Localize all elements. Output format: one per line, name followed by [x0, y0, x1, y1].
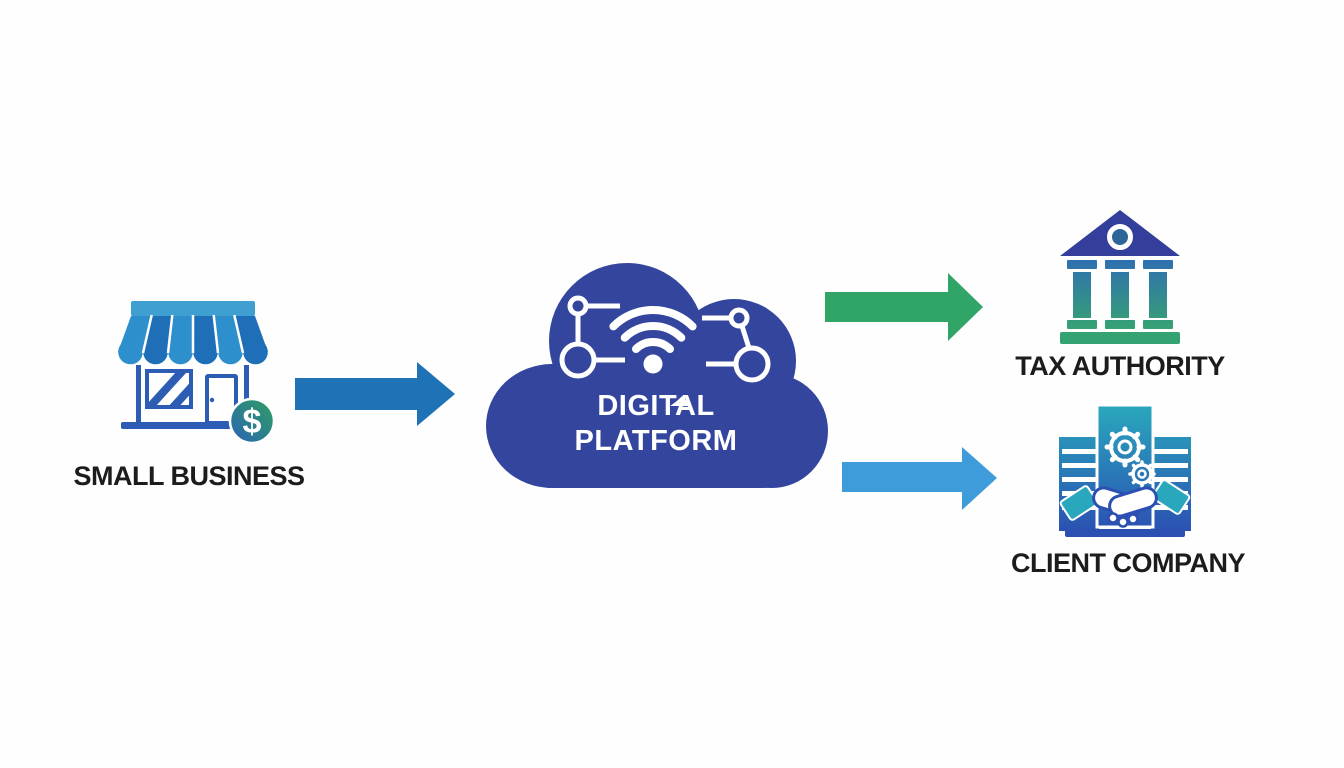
buildings-handshake-icon [1059, 403, 1191, 537]
network-nodes-icon [559, 295, 771, 383]
arrow-business-to-platform [295, 362, 455, 426]
digital-platform-label: DIGITAL PLATFORM [482, 389, 830, 459]
wifi-icon [609, 306, 697, 353]
bank-emblem [1107, 224, 1133, 250]
small-business-label: SMALL BUSINESS [73, 461, 305, 491]
gears-icon [1104, 426, 1156, 488]
company-base [1065, 529, 1185, 537]
bank-columns [1067, 260, 1173, 329]
wifi-dot [643, 354, 663, 374]
arrow-platform-to-client [842, 447, 997, 510]
client-company-label: CLIENT COMPANY [1011, 548, 1246, 578]
tax-authority-label: TAX AUTHORITY [1015, 351, 1225, 381]
storefront-signboard [131, 301, 255, 316]
bank-icon [1060, 210, 1180, 344]
cloud-icon [486, 263, 828, 488]
storefront-awning [118, 314, 268, 365]
handshake-icon [1059, 479, 1191, 528]
dollar-sign: $ [243, 403, 262, 441]
arrow-platform-to-tax [825, 273, 983, 341]
digital-platform-line1: DIGITAL [597, 390, 715, 422]
digital-platform-line2: PLATFORM [574, 425, 738, 457]
bank-base [1060, 332, 1180, 344]
storefront-icon: $ [118, 301, 276, 445]
storefront-body [121, 365, 258, 429]
storefront-door [205, 374, 238, 425]
dollar-coin-icon: $ [228, 397, 276, 445]
